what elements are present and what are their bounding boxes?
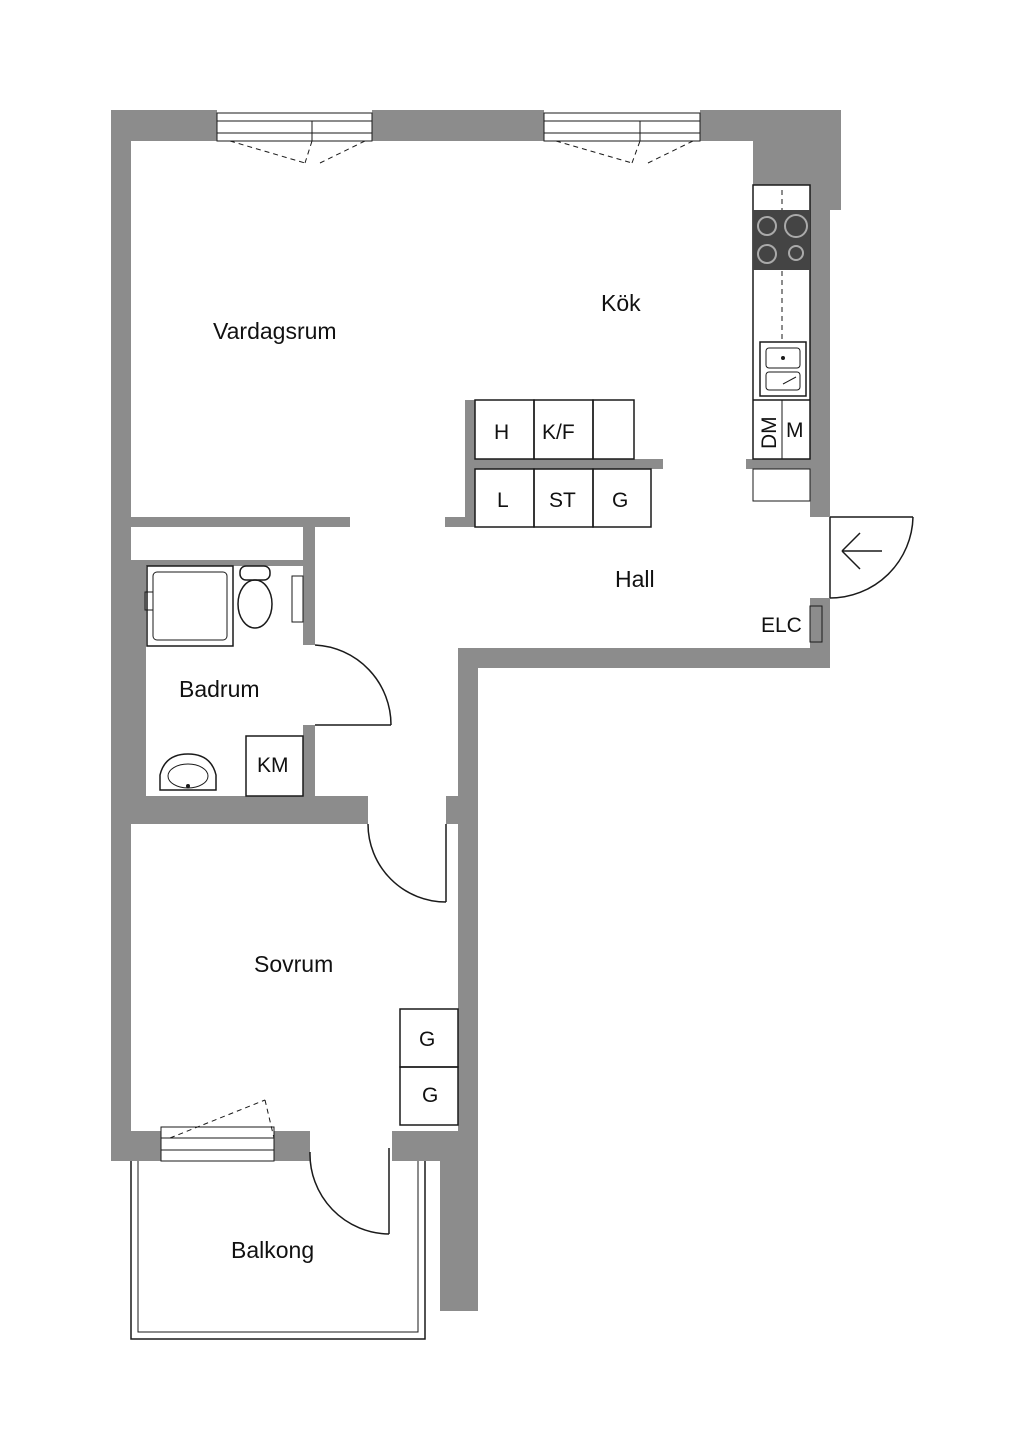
room-label-balkong: Balkong <box>231 1237 314 1263</box>
shower <box>144 565 234 647</box>
wardrobe-2-label: G <box>422 1084 438 1107</box>
cabinet-l-label: L <box>497 489 509 512</box>
hall-cabinets-bottom <box>474 468 652 528</box>
window-kitchen <box>543 112 701 164</box>
washbasin-icon <box>159 753 217 791</box>
room-label-vardagsrum: Vardagsrum <box>213 318 337 344</box>
km-label: KM <box>257 754 289 777</box>
walls <box>111 110 841 1311</box>
washing-machine <box>245 735 304 797</box>
cabinet-h-label: H <box>494 421 509 444</box>
arrow-left-icon <box>841 532 882 570</box>
bathroom-door <box>314 644 392 726</box>
kitchen-m-label: M <box>786 419 804 442</box>
cabinet-kf-label: K/F <box>542 421 575 444</box>
elc-label: ELC <box>761 614 802 637</box>
toilet-icon <box>237 565 273 629</box>
kitchen-counter <box>752 184 811 502</box>
kitchen-dm-label: DM <box>758 416 781 449</box>
wardrobe-1-label: G <box>419 1028 435 1051</box>
wardrobe-2 <box>399 1066 459 1126</box>
room-label-badrum: Badrum <box>179 676 260 702</box>
window-living-left <box>216 112 373 164</box>
stove <box>753 210 810 270</box>
cabinet-g-label: G <box>612 489 628 512</box>
room-label-sovrum: Sovrum <box>254 951 333 977</box>
bedroom-door <box>367 823 447 903</box>
electric-cabinet <box>809 605 823 643</box>
window-bedroom <box>160 1099 275 1162</box>
bath-radiator <box>291 575 304 623</box>
room-label-hall: Hall <box>615 566 655 592</box>
hall-cabinets-top <box>474 399 635 460</box>
balcony-railing <box>130 1161 426 1340</box>
sink-icon <box>759 341 807 397</box>
cabinet-st-label: ST <box>549 489 576 512</box>
entrance-door <box>829 516 914 599</box>
balcony-door <box>309 1148 390 1235</box>
room-label-kok: Kök <box>601 290 641 316</box>
